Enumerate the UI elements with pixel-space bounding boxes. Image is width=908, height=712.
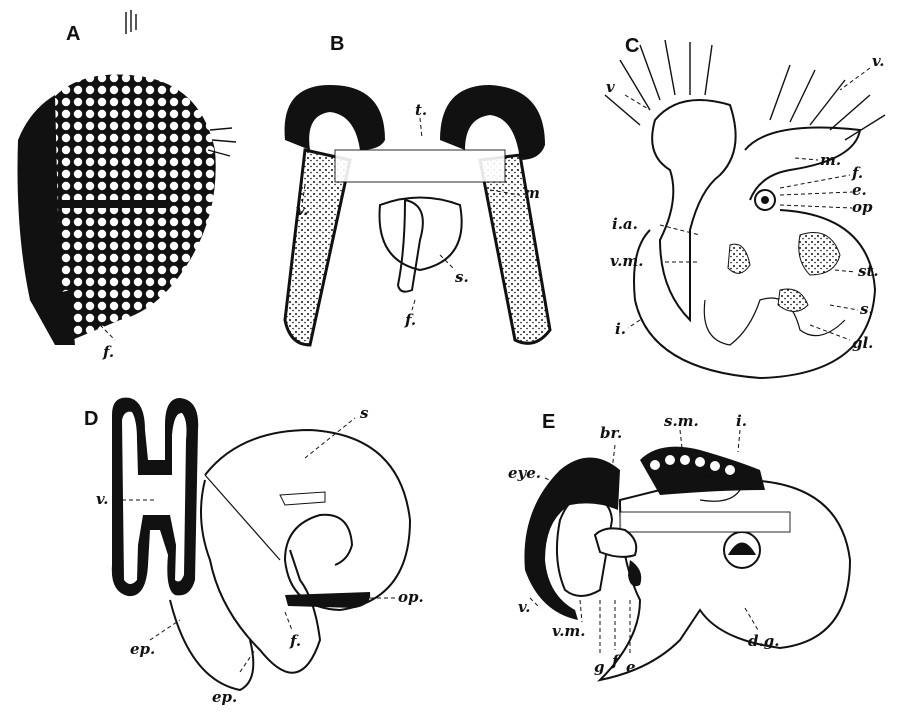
panel-b-letter: B xyxy=(330,33,344,55)
panel-c: C xyxy=(605,35,885,378)
label-f: f. xyxy=(404,311,416,329)
panel-c-letter: C xyxy=(625,35,639,57)
label-s: s xyxy=(360,404,369,422)
panel-d-letter: D xyxy=(84,408,98,430)
label-br: br. xyxy=(600,424,622,442)
label-f: f xyxy=(611,652,621,670)
label-v: v. xyxy=(296,201,308,219)
label-v-left: v xyxy=(606,78,615,96)
label-v: v. xyxy=(518,598,530,616)
label-eye: eye. xyxy=(508,464,541,482)
panel-e-letter: E xyxy=(542,411,555,433)
label-s: s. xyxy=(455,268,469,286)
label-vm: v.m. xyxy=(610,252,644,270)
panel-d: D s v. op. f. ep. ep. xyxy=(84,398,424,706)
panel-b-drawing xyxy=(285,85,550,345)
panel-a-letter: A xyxy=(66,23,80,45)
label-m: m xyxy=(524,184,540,202)
panel-d-drawing xyxy=(112,398,410,690)
label-ep-lower: ep. xyxy=(212,688,237,706)
panel-c-drawing xyxy=(605,40,885,378)
label-s: s. xyxy=(860,300,874,318)
panel-e-drawing xyxy=(524,430,850,680)
label-v: v. xyxy=(96,490,108,508)
label-i: i. xyxy=(615,320,626,338)
label-st: st. xyxy=(858,262,879,280)
label-op: op. xyxy=(398,588,424,606)
label-sm: s.m. xyxy=(664,412,699,430)
label-m: m. xyxy=(820,151,841,169)
panel-a-drawing xyxy=(18,10,237,345)
label-v-right: v. xyxy=(872,52,884,70)
panel-a: A f. xyxy=(18,10,237,361)
panel-e: E br. s.m. xyxy=(508,411,850,680)
label-op: op xyxy=(852,198,873,216)
label-t: t. xyxy=(415,101,427,119)
label-ia: i.a. xyxy=(612,215,638,233)
label-g: g xyxy=(594,658,605,676)
label-i: i. xyxy=(736,412,747,430)
panel-b: B t. v. m s. f. xyxy=(285,33,550,345)
label-ep-upper: ep. xyxy=(130,640,155,658)
label-e: e. xyxy=(852,181,867,199)
label-f: f. xyxy=(851,164,863,182)
label-e: e xyxy=(626,658,636,676)
label-gl: gl. xyxy=(852,334,873,352)
label-f: f. xyxy=(289,632,301,650)
label-vm: v.m. xyxy=(552,622,586,640)
label-dg: d.g. xyxy=(748,632,779,650)
label-f: f. xyxy=(102,343,114,361)
